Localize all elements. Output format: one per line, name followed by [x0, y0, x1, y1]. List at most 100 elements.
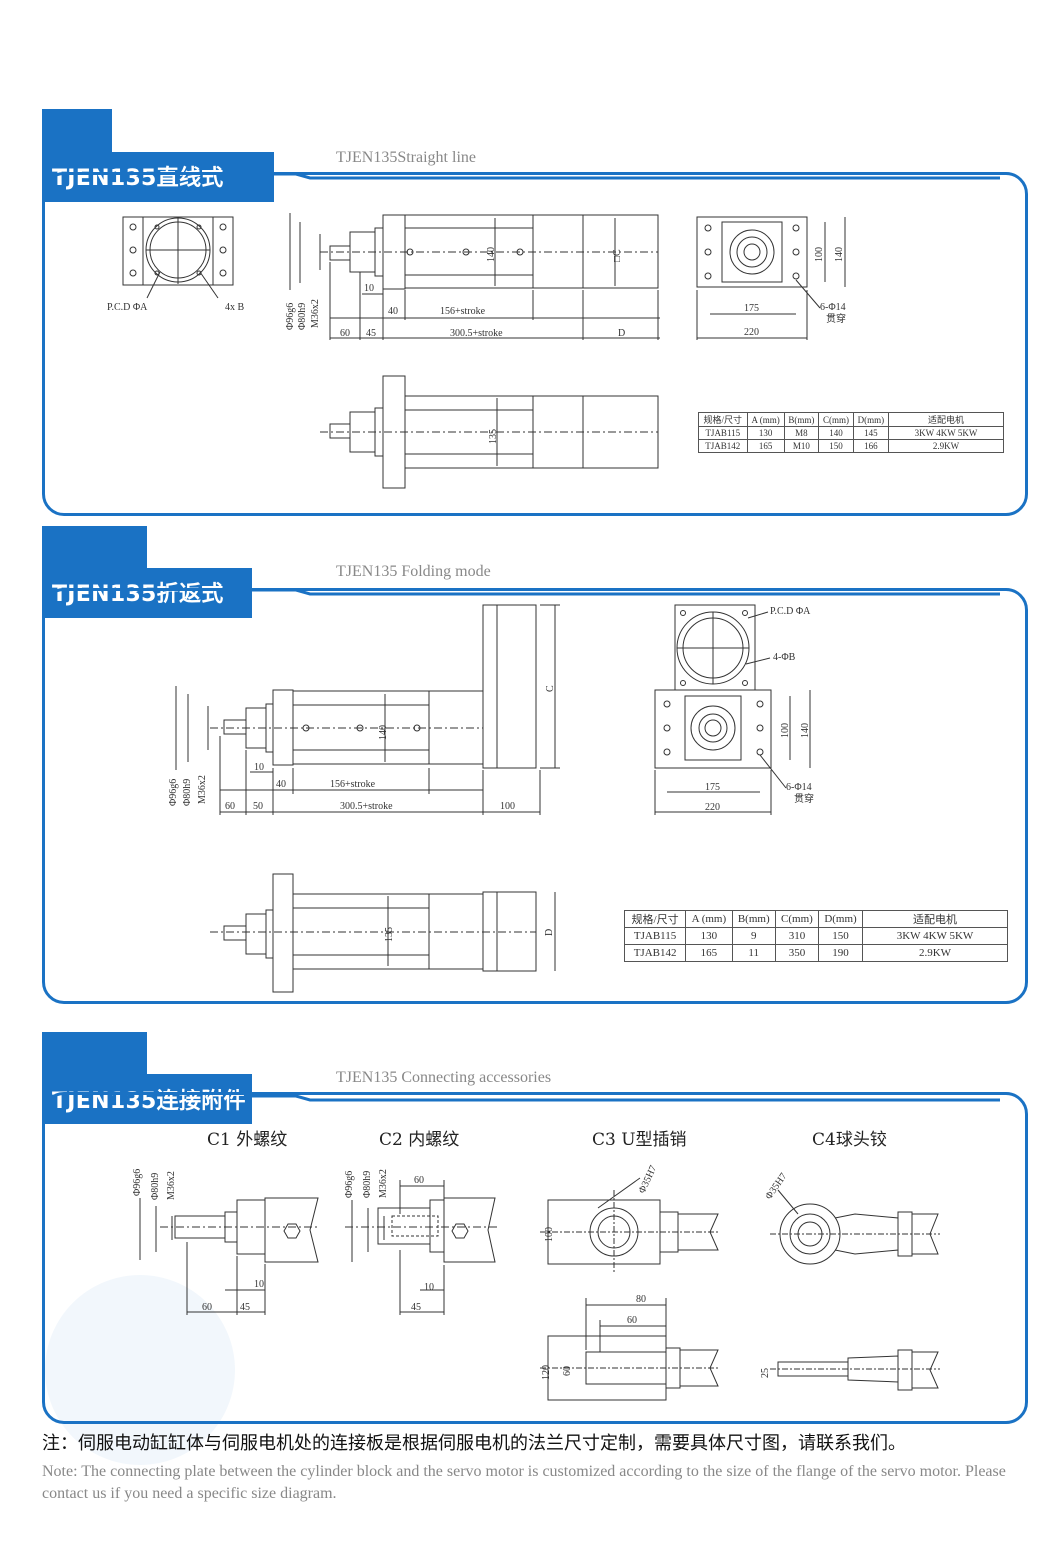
tab-block	[42, 568, 252, 618]
dim-220: 220	[744, 327, 759, 338]
section-subtitle: TJEN135 Folding mode	[336, 563, 491, 580]
table-cell: 3KW 4KW 5KW	[888, 426, 1004, 440]
dim-175: 175	[744, 303, 759, 314]
dim-40: 40	[276, 779, 286, 790]
section-frame	[42, 172, 1028, 516]
through-label: 贯穿	[794, 792, 814, 805]
c3-pin-diameter: Φ35H7	[637, 1164, 659, 1195]
c2-dim-10: 10	[424, 1282, 434, 1293]
table-cell: 165	[685, 944, 733, 962]
dim-175: 175	[705, 782, 720, 793]
note-chinese: 注：伺服电动缸缸体与伺服电机处的连接板是根据伺服电机的法兰尺寸定制，需要具体尺寸…	[42, 1433, 906, 1454]
c2-diameter-96: Φ96g6	[344, 1171, 355, 1198]
c2-thread: M36x2	[378, 1169, 389, 1198]
accessory-c3-title: C3 U型插销	[592, 1130, 687, 1150]
table-cell: 190	[818, 944, 863, 962]
dim-140: 140	[378, 725, 389, 740]
dim-135: 135	[488, 429, 499, 444]
section-title: TJEN135折返式	[52, 582, 224, 607]
table-header-row: 规格/尺寸 A (mm) B(mm) C(mm) D(mm) 适配电机	[698, 412, 1004, 427]
c1-diameter-80: Φ80h9	[150, 1173, 161, 1200]
c4-dim-25: 25	[760, 1368, 771, 1378]
spec-table: 规格/尺寸 A (mm) B(mm) C(mm) D(mm) 适配电机 TJAB…	[698, 412, 1004, 453]
section-subtitle: TJEN135Straight line	[336, 149, 476, 166]
thread-label: M36x2	[197, 775, 208, 804]
table-cell: 11	[731, 944, 776, 962]
bolt-label: 6-Φ14	[786, 782, 812, 793]
c3-dim-60: 60	[627, 1315, 637, 1326]
bolt-label: 6-Φ14	[820, 302, 846, 313]
cylinder-flange-view	[654, 689, 772, 769]
dim-135: 135	[384, 927, 395, 942]
dim-100: 100	[814, 247, 825, 262]
dim-140-right: 140	[834, 247, 845, 262]
c3-dim-120: 120	[541, 1365, 552, 1380]
c2-diameter-80: Φ80h9	[362, 1171, 373, 1198]
dim-stroke-300: 300.5+stroke	[450, 328, 503, 339]
dim-C: C	[545, 685, 556, 692]
c2-dim-60: 60	[414, 1175, 424, 1186]
c1-thread: M36x2	[166, 1171, 177, 1200]
section-frame	[42, 588, 1028, 1004]
pcd-label: P.C.D ΦA	[107, 302, 148, 313]
dim-100-right: 100	[780, 723, 791, 738]
diameter-80-label: Φ80h9	[182, 779, 193, 806]
dim-stroke-156: 156+stroke	[330, 779, 376, 790]
dim-140-right: 140	[800, 723, 811, 738]
diameter-96-label: Φ96g6	[168, 779, 179, 806]
accessory-c4-title: C4球头铰	[812, 1130, 887, 1150]
table-cell: 165	[746, 439, 785, 453]
table-cell: 150	[818, 927, 863, 945]
through-label: 贯穿	[826, 312, 846, 325]
dim-60: 60	[340, 328, 350, 339]
table-cell: 310	[774, 927, 820, 945]
c3-drawing	[540, 1177, 720, 1401]
table-cell: 2.9KW	[862, 944, 1008, 962]
c1-dim-10: 10	[254, 1279, 264, 1290]
c4-drawing	[770, 1189, 940, 1391]
dim-50: 50	[253, 801, 263, 812]
tab-block	[42, 1074, 252, 1124]
c3-dim-80: 80	[636, 1294, 646, 1305]
holes-label: 4x B	[225, 302, 245, 313]
c1-drawing	[139, 1197, 320, 1315]
dim-D: D	[544, 929, 555, 936]
table-row: TJAB115 130 9 310 150 3KW 4KW 5KW	[623, 927, 1008, 945]
accessory-c1-title: C1 外螺纹	[207, 1130, 288, 1150]
dim-stroke-156: 156+stroke	[440, 306, 486, 317]
table-cell: M10	[783, 439, 820, 453]
dim-60: 60	[225, 801, 235, 812]
table-cell: 350	[774, 944, 820, 962]
dim-D: D	[618, 328, 625, 339]
table-cell: 3KW 4KW 5KW	[862, 927, 1008, 945]
dim-140: 140	[486, 247, 497, 262]
table-cell: 166	[852, 439, 890, 453]
section-title: TJEN135直线式	[52, 166, 224, 191]
dim-40: 40	[388, 306, 398, 317]
table-row: TJAB142 165 11 350 190 2.9KW	[623, 944, 1008, 962]
dim-45: 45	[366, 328, 376, 339]
table-row: TJAB142 165 M10 150 166 2.9KW	[698, 439, 1004, 453]
pcd-label: P.C.D ΦA	[770, 606, 811, 617]
section-frame	[42, 1092, 1028, 1424]
note-english: Note: The connecting plate between the c…	[42, 1463, 1006, 1502]
c3-dim-60b: 60	[562, 1366, 573, 1376]
dim-100: 100	[500, 801, 515, 812]
c3-dim-100: 100	[544, 1227, 555, 1242]
motor-block	[482, 604, 537, 769]
c1-dim-45: 45	[240, 1302, 250, 1313]
dim-10: 10	[364, 283, 374, 294]
accessory-c2-title: C2 内螺纹	[379, 1130, 460, 1150]
c1-diameter-96: Φ96g6	[132, 1169, 143, 1196]
c2-drawing	[345, 1180, 500, 1315]
table-cell: 2.9KW	[888, 439, 1004, 453]
dim-10: 10	[254, 762, 264, 773]
c4-pin-diameter: Φ35H7	[763, 1171, 789, 1201]
spec-table: 规格/尺寸 A (mm) B(mm) C(mm) D(mm) 适配电机 TJAB…	[623, 910, 1008, 962]
tab-block	[42, 152, 274, 202]
thread-label: M36x2	[310, 299, 321, 328]
diameter-80-label: Φ80h9	[297, 303, 308, 330]
